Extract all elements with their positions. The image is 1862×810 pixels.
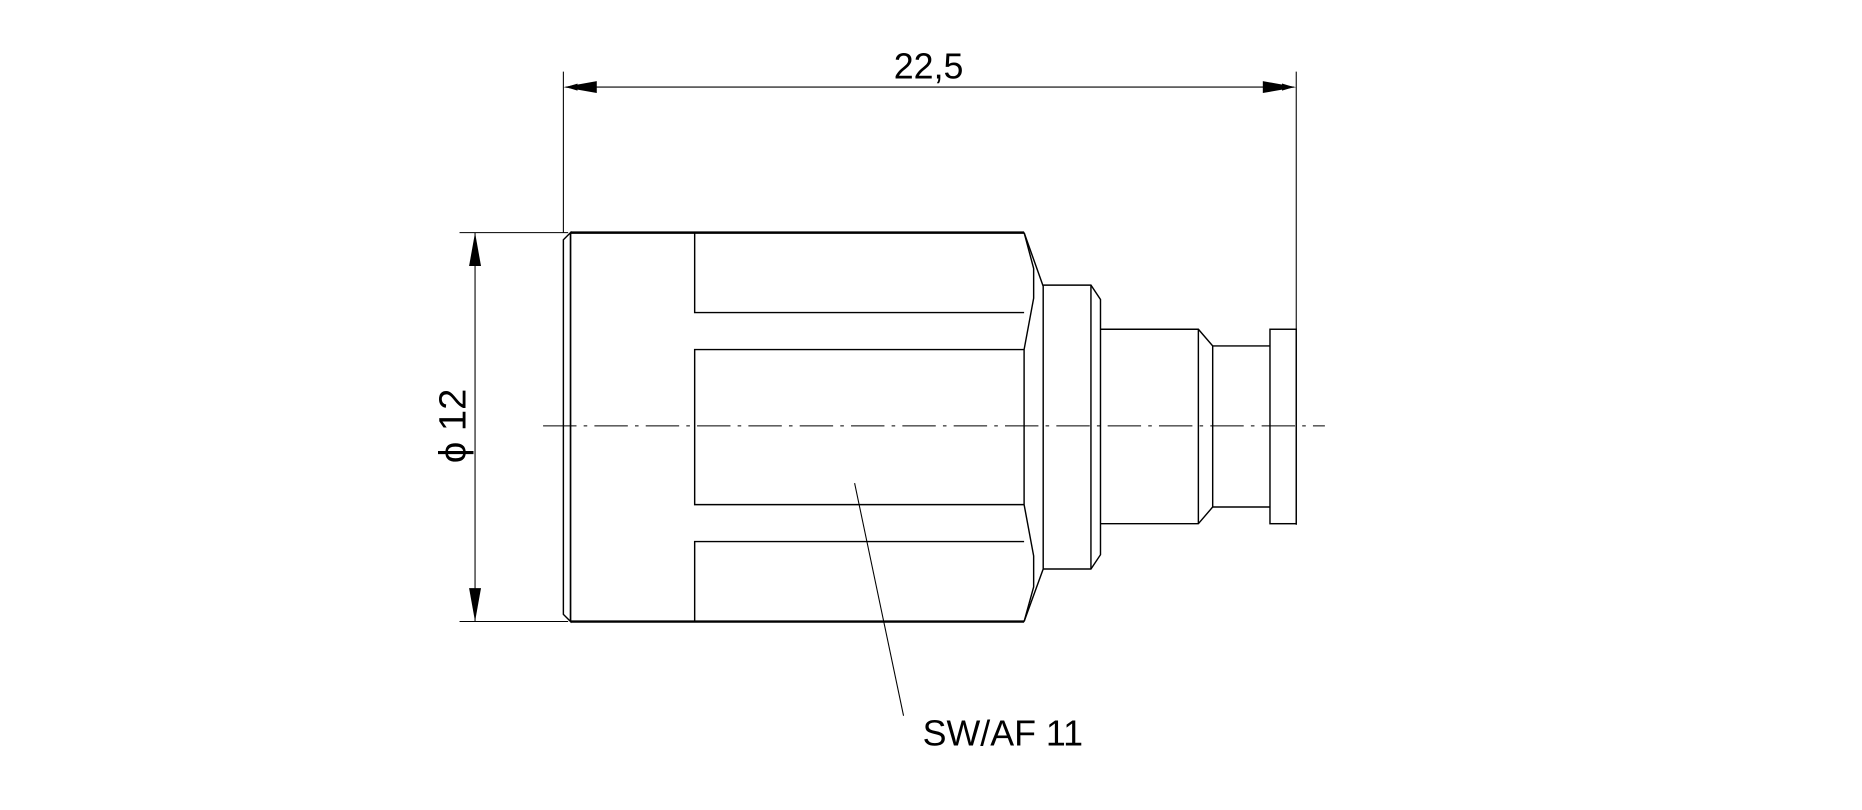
hex-nut xyxy=(693,232,1044,622)
arrow-right-icon xyxy=(1262,81,1297,94)
diameter-dimension-label: ϕ 12 xyxy=(431,389,474,463)
wrench-size-label: SW/AF 11 xyxy=(923,714,1083,754)
release-ring xyxy=(1100,328,1214,525)
flange xyxy=(1269,328,1297,525)
wrench-size-callout: SW/AF 11 xyxy=(854,483,1083,754)
arrow-up-icon xyxy=(469,232,482,267)
diameter-dimension: ϕ 12 xyxy=(431,232,569,623)
leader-line xyxy=(854,483,905,716)
length-dimension-label: 22,5 xyxy=(894,47,964,87)
tube-section xyxy=(1212,345,1270,508)
arrow-down-icon xyxy=(469,588,482,622)
collar xyxy=(1043,284,1102,570)
length-dimension: 22,5 xyxy=(562,47,1297,525)
fitting-body xyxy=(562,230,1297,624)
arrow-left-icon xyxy=(563,81,597,94)
